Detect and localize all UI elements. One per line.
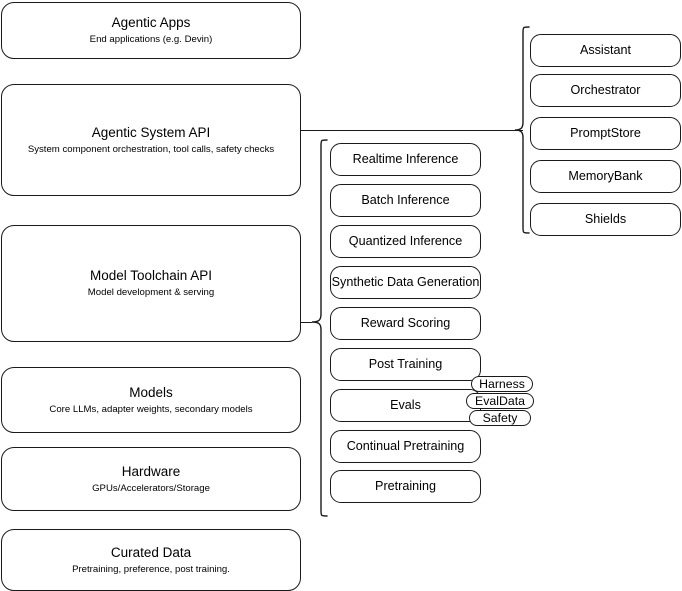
toolchain-label: Quantized Inference — [348, 234, 463, 248]
component-label: Orchestrator — [570, 83, 641, 97]
component-box-promptstore[interactable]: PromptStore — [530, 117, 681, 150]
toolchain-label: Pretraining — [375, 479, 436, 493]
layer-title: Agentic System API — [91, 124, 211, 140]
evals-pill-label: Harness — [479, 376, 525, 391]
component-box-orchestrator[interactable]: Orchestrator — [530, 74, 681, 107]
layer-subtitle: System component orchestration, tool cal… — [27, 143, 275, 155]
toolchain-box-evals[interactable]: Evals — [330, 389, 481, 422]
layer-title: Curated Data — [110, 544, 192, 560]
evals-pill-safety[interactable]: Safety — [469, 410, 531, 426]
layer-subtitle: Pretraining, preference, post training. — [72, 563, 230, 575]
layer-subtitle: Core LLMs, adapter weights, secondary mo… — [49, 403, 253, 415]
toolchain-label: Continual Pretraining — [346, 439, 465, 453]
toolchain-label: Post Training — [368, 357, 443, 371]
toolchain-label: Evals — [390, 398, 421, 412]
brace-agentic-components-icon — [514, 26, 530, 234]
toolchain-label: Realtime Inference — [352, 152, 459, 166]
layer-box-agentic-system-api[interactable]: Agentic System API System component orch… — [1, 84, 301, 196]
evals-pill-harness[interactable]: Harness — [471, 376, 533, 392]
component-label: Assistant — [579, 43, 632, 57]
brace-toolchain-capabilities-icon — [311, 139, 328, 517]
toolchain-label: Reward Scoring — [360, 316, 451, 330]
layer-box-agentic-apps[interactable]: Agentic Apps End applications (e.g. Devi… — [1, 2, 301, 59]
layer-box-models[interactable]: Models Core LLMs, adapter weights, secon… — [1, 367, 301, 433]
layer-subtitle: GPUs/Accelerators/Storage — [92, 482, 210, 494]
component-box-shields[interactable]: Shields — [530, 203, 681, 236]
toolchain-label: Synthetic Data Generation — [331, 275, 480, 289]
toolchain-box-pretraining[interactable]: Pretraining — [330, 470, 481, 503]
toolchain-box-continual-pretraining[interactable]: Continual Pretraining — [330, 430, 481, 463]
layer-box-curated-data[interactable]: Curated Data Pretraining, preference, po… — [1, 529, 301, 591]
evals-pill-label: EvalData — [475, 393, 525, 408]
connector-agentic-system-to-components — [301, 129, 523, 131]
brace-toolchain-capabilities — [306, 136, 328, 524]
toolchain-label: Batch Inference — [361, 193, 450, 207]
layer-box-hardware[interactable]: Hardware GPUs/Accelerators/Storage — [1, 447, 301, 511]
layer-subtitle: Model development & serving — [87, 287, 215, 298]
layer-title: Hardware — [121, 463, 181, 479]
toolchain-box-quantized-inference[interactable]: Quantized Inference — [330, 225, 481, 258]
toolchain-box-realtime-inference[interactable]: Realtime Inference — [330, 143, 481, 176]
component-box-assistant[interactable]: Assistant — [530, 34, 681, 67]
toolchain-box-reward-scoring[interactable]: Reward Scoring — [330, 307, 481, 340]
component-box-memorybank[interactable]: MemoryBank — [530, 160, 681, 193]
toolchain-box-synthetic-data-generation[interactable]: Synthetic Data Generation — [330, 266, 481, 299]
layer-title: Model Toolchain API — [89, 268, 213, 283]
evals-pill-label: Safety — [482, 410, 518, 425]
component-label: PromptStore — [570, 126, 641, 140]
layer-title: Agentic Apps — [111, 15, 191, 30]
connector-toolchain-to-capabilities — [301, 321, 312, 323]
brace-agentic-components — [512, 22, 530, 242]
layer-subtitle: End applications (e.g. Devin) — [89, 34, 213, 45]
layer-box-model-toolchain-api[interactable]: Model Toolchain API Model development & … — [1, 225, 301, 342]
layer-title: Models — [129, 384, 173, 400]
component-label: MemoryBank — [568, 169, 643, 183]
component-label: Shields — [584, 212, 627, 226]
toolchain-box-batch-inference[interactable]: Batch Inference — [330, 184, 481, 217]
evals-pill-evaldata[interactable]: EvalData — [466, 393, 534, 409]
toolchain-box-post-training[interactable]: Post Training — [330, 348, 481, 381]
